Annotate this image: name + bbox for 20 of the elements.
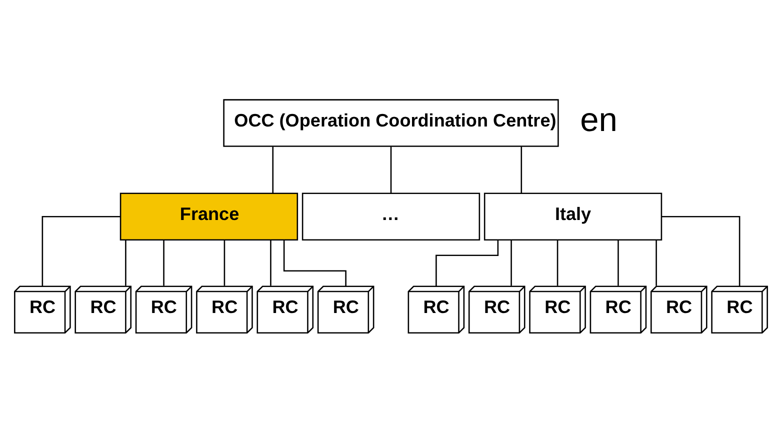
connector xyxy=(556,240,558,286)
node-box: France xyxy=(120,192,298,240)
node-box: OCC (Operation Coordination Centre) xyxy=(223,98,559,146)
label: en xyxy=(580,102,618,139)
connector xyxy=(618,240,619,286)
connector xyxy=(163,240,164,286)
connector xyxy=(656,240,657,286)
connector xyxy=(662,216,740,286)
connector xyxy=(283,239,346,286)
connector xyxy=(270,240,272,286)
connector xyxy=(520,146,522,193)
node-box: … xyxy=(302,192,480,240)
connector xyxy=(125,240,126,286)
connector xyxy=(272,146,274,193)
connector xyxy=(42,216,120,286)
connector xyxy=(510,240,512,286)
node-box: Italy xyxy=(484,192,662,240)
connector xyxy=(436,240,499,286)
connector xyxy=(390,146,392,193)
connector xyxy=(224,240,226,286)
